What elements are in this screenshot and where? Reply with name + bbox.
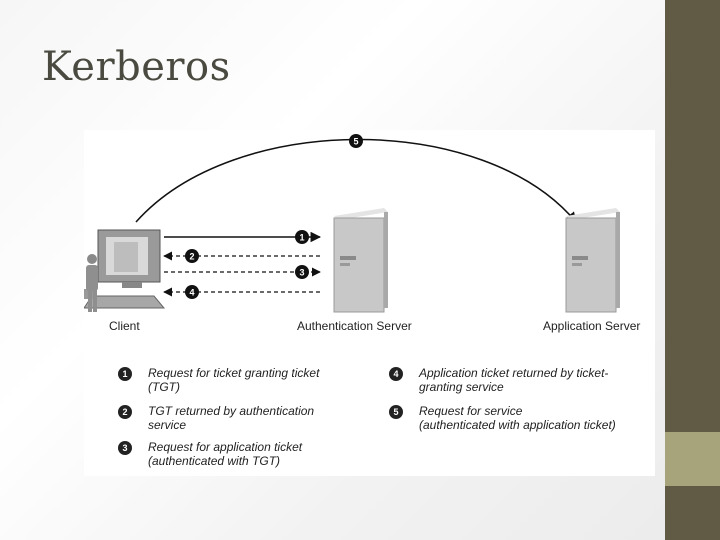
legend-badge-1: 1: [118, 367, 132, 381]
arrow-5-number: 5: [353, 137, 358, 147]
arrow-2-badge: [185, 249, 199, 263]
legend-badge-4: 4: [389, 367, 403, 381]
client-label: Client: [109, 319, 140, 333]
sidebar-accent-block: [665, 432, 720, 486]
legend-text-3: Request for application ticket (authenti…: [148, 440, 358, 468]
legend-text-2: TGT returned by authentication service: [148, 404, 358, 432]
legend-4-line1: Application ticket returned by ticket-: [419, 366, 609, 380]
legend-3-line2: (authenticated with TGT): [148, 454, 281, 468]
client-computer-icon: [84, 229, 166, 309]
legend-3-line1: Request for application ticket: [148, 440, 303, 454]
legend-right: 4 Application ticket returned by ticket-…: [389, 366, 649, 446]
legend-text-5: Request for service (authenticated with …: [419, 404, 649, 432]
legend-badge-2: 2: [118, 405, 132, 419]
arrow-3-number: 3: [299, 268, 304, 278]
arrow-5-badge: [349, 134, 363, 148]
person-icon: [86, 254, 98, 312]
legend-2-line1: TGT returned by authentication: [148, 404, 315, 418]
legend-left: 1 Request for ticket granting ticket (TG…: [118, 366, 368, 476]
legend-badge-3: 3: [118, 441, 132, 455]
arrow-4-badge: [185, 285, 199, 299]
arrow-1-badge: [295, 230, 309, 244]
slide-title: Kerberos: [42, 44, 231, 90]
legend-2-line2: service: [148, 418, 187, 432]
arrow-3-badge: [295, 265, 309, 279]
auth-server-label: Authentication Server: [297, 319, 412, 333]
legend-4-line2: granting service: [419, 380, 504, 394]
arrow-1-number: 1: [299, 233, 304, 243]
authentication-server-icon: [333, 208, 388, 313]
legend-5-line2: (authenticated with application ticket): [419, 418, 616, 432]
arrow-4-number: 4: [189, 288, 194, 298]
app-server-label: Application Server: [543, 319, 640, 333]
legend-text-1: Request for ticket granting ticket (TGT): [148, 366, 358, 394]
legend-1-line1: Request for ticket granting ticket: [148, 366, 320, 380]
legend-text-4: Application ticket returned by ticket- g…: [419, 366, 649, 394]
arrow-5-curve: [135, 138, 577, 223]
arrow-2-number: 2: [189, 252, 194, 262]
kerberos-diagram: 5 1 2 3 4: [84, 130, 655, 476]
legend-1-line2: (TGT): [148, 380, 180, 394]
diagram-canvas: 5 1 2 3 4: [84, 134, 640, 333]
legend-5-line1: Request for service: [419, 404, 523, 418]
application-server-icon: [565, 208, 620, 313]
legend-badge-5: 5: [389, 405, 403, 419]
